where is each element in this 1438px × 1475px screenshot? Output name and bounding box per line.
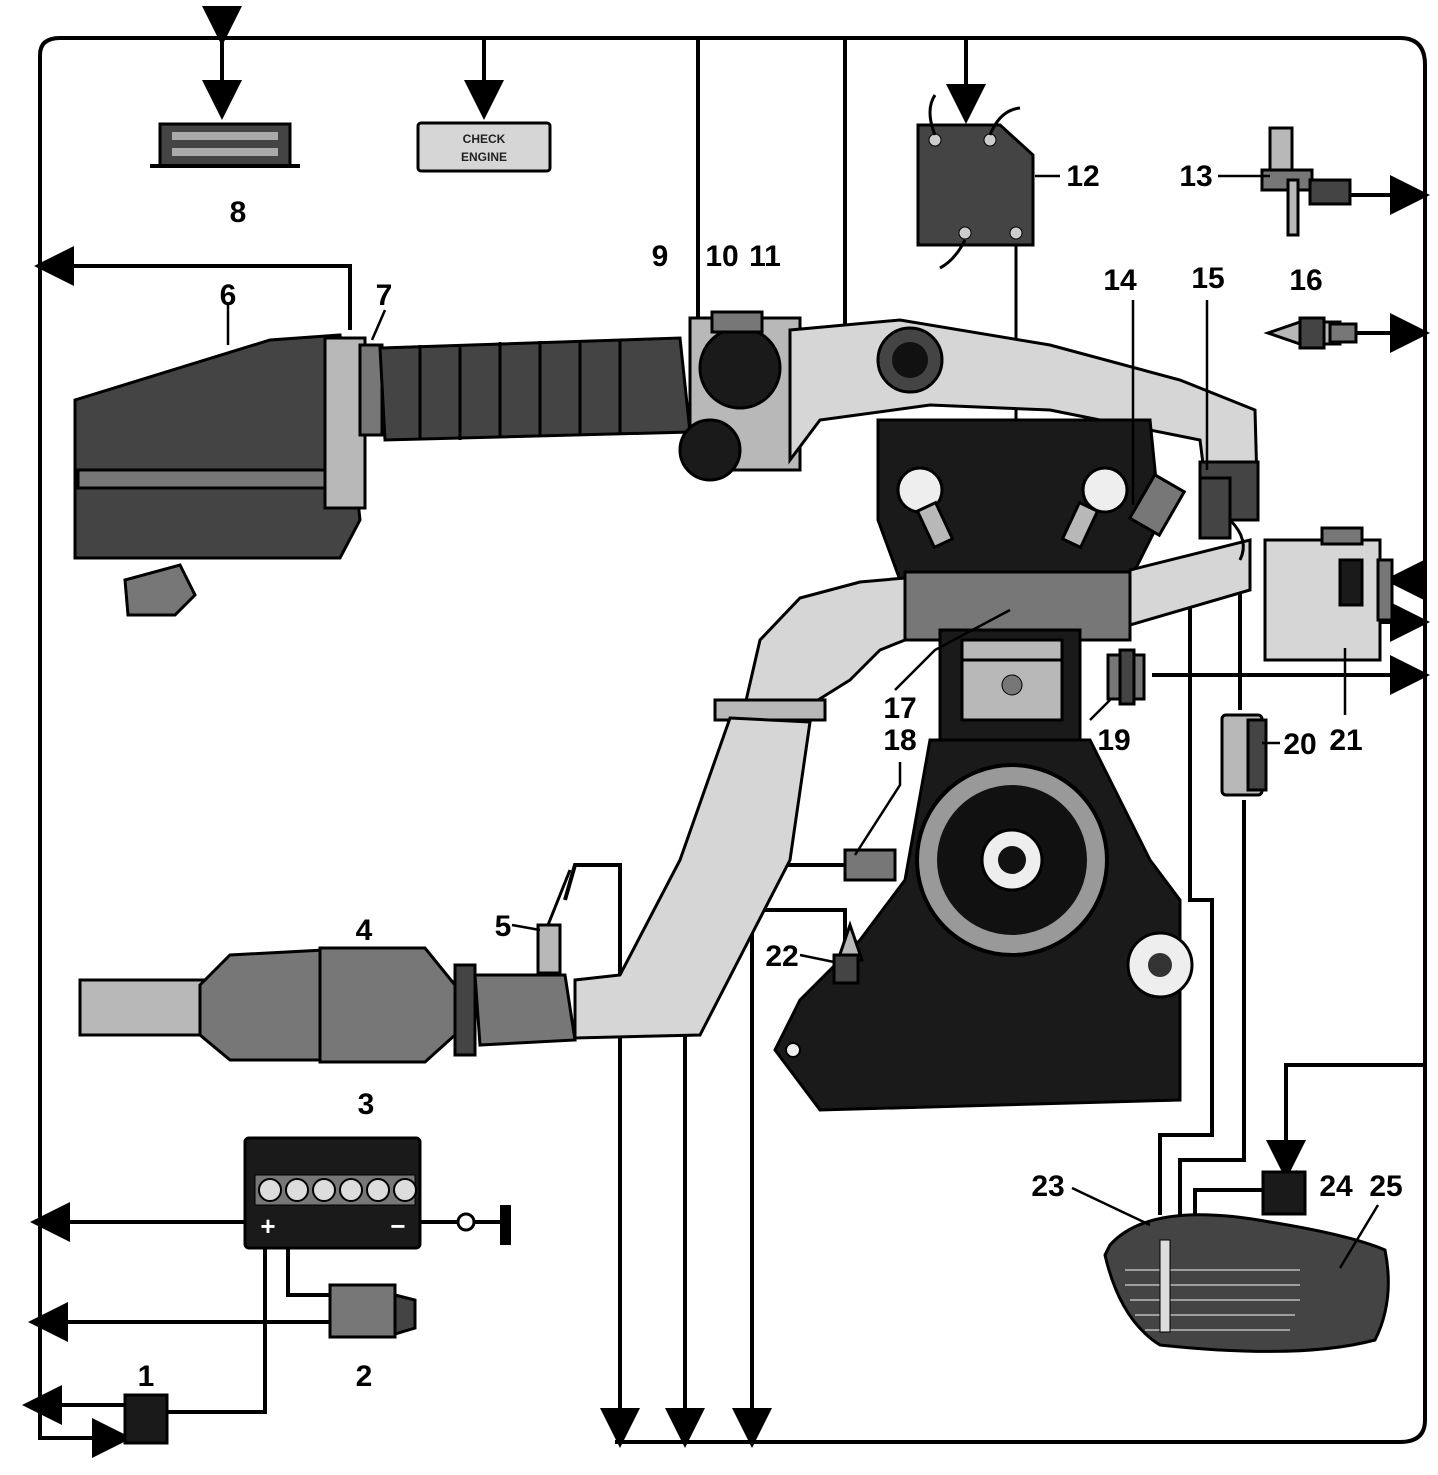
label-3: 3 bbox=[358, 1088, 375, 1121]
svg-text:+: + bbox=[260, 1211, 275, 1241]
svg-text:−: − bbox=[390, 1211, 405, 1241]
pressure-regulator-15 bbox=[1198, 476, 1245, 561]
label-14: 14 bbox=[1103, 264, 1137, 297]
exhaust-manifold bbox=[573, 576, 907, 1040]
label-21: 21 bbox=[1329, 724, 1362, 757]
control-unit-8 bbox=[150, 122, 300, 168]
label-17: 17 bbox=[883, 692, 916, 725]
module-1 bbox=[123, 1393, 169, 1445]
engine-block bbox=[773, 418, 1252, 1112]
label-2: 2 bbox=[356, 1360, 373, 1393]
label-18: 18 bbox=[883, 724, 916, 757]
fuel-pump-relay-24 bbox=[1261, 1170, 1307, 1216]
svg-text:CHECK: CHECK bbox=[463, 132, 506, 146]
label-20: 20 bbox=[1283, 728, 1316, 761]
label-16: 16 bbox=[1289, 264, 1322, 297]
label-24: 24 bbox=[1319, 1170, 1353, 1203]
label-12: 12 bbox=[1066, 160, 1099, 193]
label-19: 19 bbox=[1097, 724, 1130, 757]
label-1: 1 bbox=[138, 1360, 155, 1393]
intake-hose bbox=[378, 336, 692, 442]
check-engine-lamp: CHECK ENGINE bbox=[416, 121, 552, 173]
fuel-tank bbox=[1103, 1213, 1390, 1353]
label-11: 11 bbox=[749, 240, 781, 273]
label-8: 8 bbox=[230, 196, 247, 229]
label-25: 25 bbox=[1369, 1170, 1402, 1203]
control-box-21 bbox=[1263, 526, 1394, 662]
label-7: 7 bbox=[376, 279, 393, 312]
label-22: 22 bbox=[765, 940, 798, 973]
exhaust-system bbox=[78, 869, 577, 1064]
svg-text:ENGINE: ENGINE bbox=[461, 150, 507, 164]
fuel-filter-20 bbox=[1220, 713, 1268, 797]
throttle-body bbox=[678, 310, 802, 482]
label-15: 15 bbox=[1191, 262, 1224, 295]
label-4: 4 bbox=[356, 914, 373, 947]
wiring-frame bbox=[38, 36, 1427, 1444]
relay-2 bbox=[328, 1283, 417, 1339]
ignition-module-12 bbox=[916, 94, 1035, 270]
label-10: 10 bbox=[705, 240, 738, 273]
air-filter-6 bbox=[73, 333, 384, 617]
callout-labels: 1 2 3 4 5 6 7 8 9 10 11 12 13 14 15 16 1… bbox=[138, 160, 1403, 1393]
label-13: 13 bbox=[1179, 160, 1212, 193]
label-leaders bbox=[226, 174, 1380, 1269]
battery-3: + − bbox=[243, 1136, 422, 1250]
label-5: 5 bbox=[495, 910, 512, 943]
label-6: 6 bbox=[220, 279, 237, 312]
label-9: 9 bbox=[652, 240, 669, 273]
sensor-16 bbox=[1263, 316, 1358, 350]
label-23: 23 bbox=[1031, 1170, 1064, 1203]
sensor-13 bbox=[1260, 126, 1352, 237]
